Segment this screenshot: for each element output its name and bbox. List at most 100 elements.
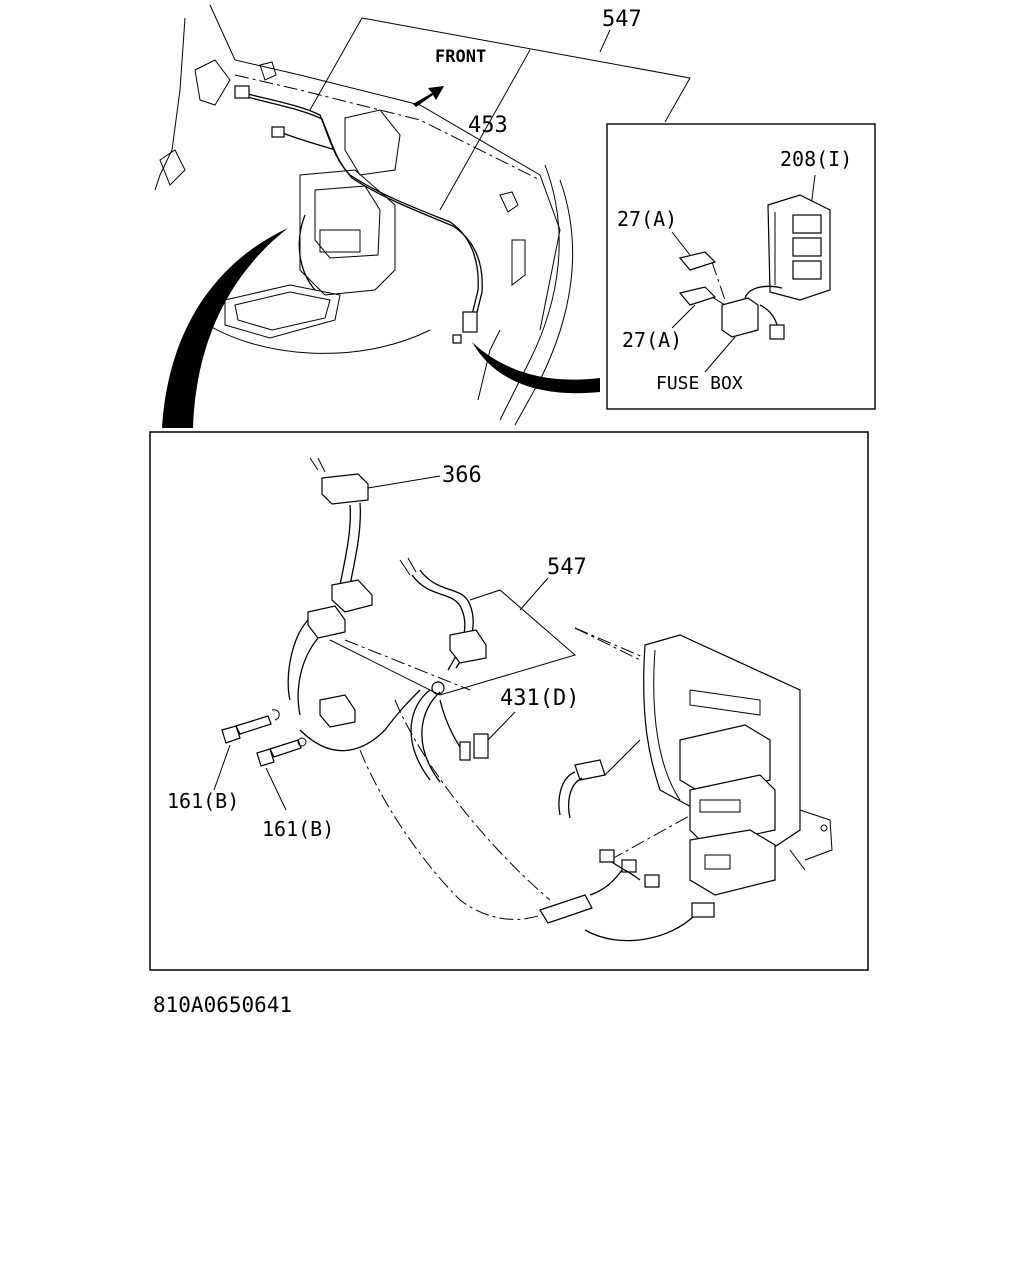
lower-harness-2 <box>611 861 641 881</box>
branch-wire-1 <box>279 131 336 151</box>
front-label: FRONT <box>435 47 486 67</box>
harness-down-b <box>421 691 441 783</box>
clip-upper <box>331 579 373 613</box>
bracket-left-lower <box>159 149 186 186</box>
dash-console-left <box>604 739 641 776</box>
zoom-arrow-left <box>162 228 288 428</box>
console-bracket-foot <box>789 849 806 871</box>
bolt-left-shank-icon <box>235 715 272 735</box>
door-edge <box>477 329 501 401</box>
label-fuse-box: FUSE BOX <box>656 373 743 394</box>
leader-27a-bottom <box>671 304 696 329</box>
label-27a-top: 27(A) <box>617 207 677 231</box>
dashboard-outline <box>209 4 561 331</box>
front-arrow-icon <box>413 86 444 107</box>
fuse-slot-2 <box>792 237 822 257</box>
console-unit <box>319 229 361 253</box>
console-lower-slot <box>699 799 741 813</box>
harness-453-b <box>243 95 483 317</box>
route-dash-4 <box>574 627 651 661</box>
harness-lower-left-b <box>287 619 309 701</box>
wire-console-left <box>558 771 576 816</box>
connector-top-left <box>234 85 250 99</box>
callout-547-left <box>309 17 363 111</box>
route-dash-1 <box>344 639 471 691</box>
clip-right-harness <box>449 629 487 664</box>
label-161-right: 161(B) <box>262 817 334 841</box>
harness-sleeve <box>539 894 593 924</box>
dash-bracket <box>344 109 401 176</box>
zoom-arrow-right <box>472 342 600 394</box>
connector-mid-left <box>271 126 285 138</box>
connector-lower-3 <box>644 874 660 888</box>
lower-harness-3 <box>584 914 696 942</box>
clip-top <box>259 61 277 81</box>
leader-27a-top <box>671 231 691 256</box>
route-dash-2 <box>359 749 561 920</box>
washer-left <box>271 709 280 721</box>
fuse-box-module <box>721 297 759 338</box>
console-housing-curve <box>653 649 681 801</box>
floor-line <box>199 319 431 354</box>
console-bottom-unit <box>689 829 776 896</box>
leader-fuse-box <box>704 336 736 373</box>
fuse-box-connector <box>769 324 785 340</box>
floor-tray-inner <box>234 291 331 331</box>
body-pillar-outline <box>154 17 186 191</box>
windshield-edge-1 <box>499 164 560 421</box>
harness-453 <box>239 91 479 316</box>
harness-main-a <box>339 504 351 586</box>
wire-console-left-b <box>567 777 583 819</box>
detail-frame <box>149 431 869 971</box>
console-frame <box>314 185 381 259</box>
fuse-27a-bottom-icon <box>678 286 717 306</box>
connector-431-b <box>473 733 489 759</box>
fuse-box-inset: 208(I) 27(A) 27(A) FUSE BOX <box>606 123 876 410</box>
windshield-edge-2 <box>514 179 574 426</box>
leader-547-bottom <box>519 577 549 611</box>
label-547-bottom: 547 <box>547 555 587 580</box>
fuse-dash-1 <box>711 261 726 301</box>
washer-right <box>297 737 307 747</box>
lower-harness-1 <box>589 869 623 896</box>
center-console <box>299 169 396 296</box>
label-161-left: 161(B) <box>167 789 239 813</box>
console-bolt-hole <box>820 824 828 832</box>
fuse-box-wire-2 <box>759 304 778 326</box>
leader-453 <box>439 49 531 211</box>
harness-lower-left <box>297 637 319 716</box>
console-bottom-slot <box>704 854 731 870</box>
branch-wire-2 <box>298 214 316 291</box>
callout-547-leader <box>599 29 611 53</box>
connector-431-a <box>459 741 471 761</box>
callout-547-dash <box>574 627 641 661</box>
clip-left <box>307 605 346 639</box>
drawing-number: 810A0650641 <box>153 993 292 1017</box>
connector-bottom <box>462 311 478 333</box>
bolt-left-head-icon <box>221 725 241 744</box>
fuse-box-wire <box>744 285 783 299</box>
callout-547-bracket <box>361 17 691 123</box>
leader-366 <box>367 475 441 489</box>
detail-view: 366 547 431(D) 161( <box>149 431 869 971</box>
connector-366 <box>321 473 369 505</box>
label-547-top: 547 <box>602 7 642 32</box>
label-366: 366 <box>442 463 482 488</box>
ground-bracket <box>319 694 356 728</box>
label-208: 208(I) <box>780 147 852 171</box>
bolt-right-head-icon <box>256 748 275 767</box>
fuse-slot-3 <box>792 260 822 280</box>
harness-down <box>410 689 431 781</box>
wire-end-366 <box>309 457 326 473</box>
top-overview-view: FRONT 547 453 <box>154 4 691 428</box>
connector-console-left <box>574 759 606 781</box>
fuse-slot-1 <box>792 214 822 234</box>
console-slot <box>689 689 761 716</box>
console-bracket-right <box>799 809 833 861</box>
bracket-right <box>511 239 526 287</box>
leader-161-left <box>213 744 231 791</box>
label-431: 431(D) <box>500 686 579 711</box>
bolt-right-shank-icon <box>269 739 302 758</box>
floor-tray <box>224 284 341 339</box>
